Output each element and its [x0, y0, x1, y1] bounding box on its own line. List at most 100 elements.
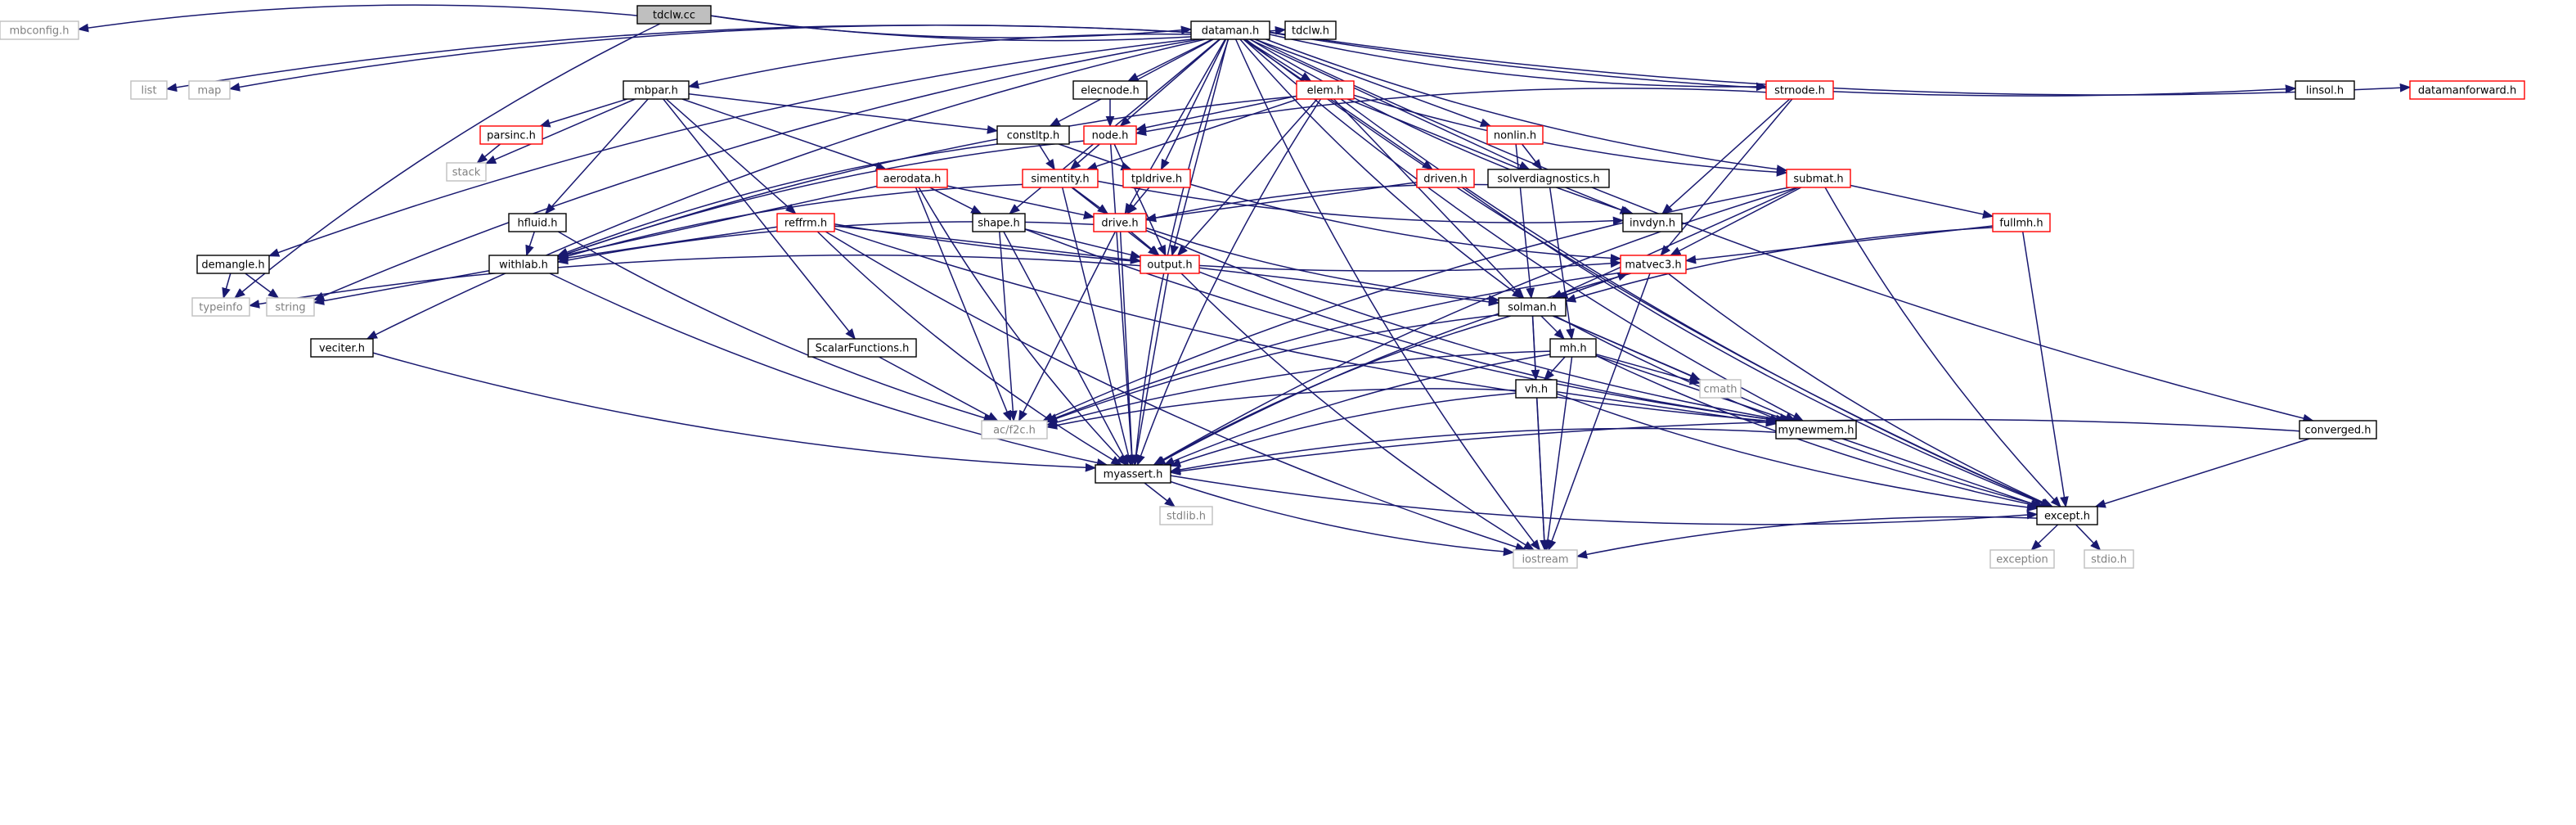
node-myassert_h[interactable]: myassert.h	[1095, 464, 1171, 484]
edge-output_h-to-typeinfo	[248, 255, 1141, 309]
edge-node_h-to-withlab_h	[556, 140, 1085, 258]
edge-dataman_h-to-submat_h	[1266, 38, 1788, 174]
node-solverdiagnostics_h[interactable]: solverdiagnostics.h	[1487, 169, 1610, 188]
node-dataman_h[interactable]: dataman.h	[1190, 20, 1270, 40]
node-box	[2409, 80, 2525, 100]
node-label: list	[141, 85, 156, 97]
node-scalarfunctions_h[interactable]: ScalarFunctions.h	[807, 338, 917, 358]
node-hfluid_h[interactable]: hfluid.h	[508, 213, 567, 232]
node-parsinc_h[interactable]: parsinc.h	[479, 125, 543, 145]
node-datamanforward_h[interactable]: datamanforward.h	[2409, 80, 2525, 100]
edge-converged_h-to-except_h	[2094, 438, 2310, 508]
edge-matvec3_h-to-iostream	[1548, 273, 1651, 552]
edge-myassert_h-to-except_h	[1170, 475, 2039, 525]
node-box	[2295, 80, 2355, 100]
edge-mbpar_h-to-scalarfunctions_h	[663, 98, 856, 340]
node-driven_h[interactable]: driven.h	[1416, 169, 1475, 188]
edge-mbpar_h-to-hfluid_h	[544, 98, 649, 215]
node-box	[1992, 213, 2051, 232]
node-box	[776, 213, 835, 232]
node-label: demangle.h	[201, 259, 264, 272]
node-converged_h[interactable]: converged.h	[2299, 420, 2377, 440]
edge-dataman_h-to-map	[228, 25, 1192, 92]
node-veciter_h[interactable]: veciter.h	[310, 338, 374, 358]
edge-drive_h-to-myassert_h	[1119, 231, 1137, 467]
edge-dataman_h-to-mbpar_h	[687, 33, 1192, 89]
node-linsol_h[interactable]: linsol.h	[2295, 80, 2355, 100]
edge-constltp_h-to-tpldrive_h	[1059, 143, 1132, 171]
node-box	[981, 420, 1048, 440]
node-box	[1775, 420, 1857, 440]
edge-shape_h-to-mynewmem_h	[1024, 228, 1782, 424]
node-mh_h[interactable]: mh.h	[1549, 338, 1597, 358]
node-label: elecnode.h	[1081, 85, 1140, 97]
node-tdclw_cc[interactable]: tdclw.cc	[636, 5, 712, 25]
node-elecnode_h[interactable]: elecnode.h	[1072, 80, 1148, 100]
node-box	[1786, 169, 1851, 188]
node-invdyn_h[interactable]: invdyn.h	[1622, 213, 1683, 232]
node-constltp_h[interactable]: constltp.h	[996, 125, 1070, 145]
node-strnode_h[interactable]: strnode.h	[1765, 80, 1834, 100]
node-fullmh_h[interactable]: fullmh.h	[1992, 213, 2051, 232]
edge-hfluid_h-to-ac_f2c_h	[557, 231, 995, 422]
node-label: driven.h	[1423, 174, 1468, 186]
node-tdclw_h[interactable]: tdclw.h	[1284, 20, 1337, 40]
edge-reffrm_h-to-iostream	[825, 231, 1527, 552]
node-mynewmem_h[interactable]: mynewmem.h	[1775, 420, 1857, 440]
edge-elem_h-to-invdyn_h	[1346, 98, 1632, 214]
node-label: node.h	[1092, 130, 1129, 142]
node-label: shape.h	[978, 218, 1020, 230]
edge-withlab_h-to-string	[312, 269, 490, 305]
node-box	[1498, 297, 1567, 317]
edge-vh_h-to-ac_f2c_h	[1045, 388, 1517, 430]
node-box	[196, 255, 270, 274]
node-label: typeinfo	[199, 302, 242, 314]
node-label: exception	[1996, 554, 2048, 566]
node-label: myassert.h	[1104, 469, 1163, 481]
node-nonlin_h[interactable]: nonlin.h	[1486, 125, 1544, 145]
node-box	[876, 169, 948, 188]
node-mbpar_h[interactable]: mbpar.h	[623, 80, 690, 100]
node-label: reffrm.h	[784, 218, 827, 230]
node-submat_h[interactable]: submat.h	[1786, 169, 1851, 188]
edge-elem_h-to-node_h	[1135, 95, 1297, 133]
edge-solverdiagnostics_h-to-mh_h	[1549, 187, 1576, 340]
node-box	[1159, 506, 1213, 525]
node-matvec3_h[interactable]: matvec3.h	[1620, 255, 1687, 274]
node-node_h[interactable]: node.h	[1083, 125, 1137, 145]
edge-solman_h-to-matvec3_h	[1558, 272, 1629, 299]
node-solman_h[interactable]: solman.h	[1498, 297, 1567, 317]
node-aerodata_h[interactable]: aerodata.h	[876, 169, 948, 188]
node-withlab_h[interactable]: withlab.h	[488, 255, 559, 274]
node-reffrm_h[interactable]: reffrm.h	[776, 213, 835, 232]
edge-veciter_h-to-myassert_h	[372, 352, 1097, 472]
edge-except_h-to-stdio_h	[2075, 524, 2102, 551]
node-box	[266, 297, 315, 317]
node-except_h[interactable]: except.h	[2036, 506, 2098, 525]
edge-submat_h-to-matvec3_h	[1670, 187, 1802, 256]
edge-vh_h-to-iostream	[1535, 397, 1549, 552]
node-box	[2084, 549, 2134, 569]
edge-vh_h-to-mynewmem_h	[1556, 390, 1778, 427]
node-shape_h[interactable]: shape.h	[972, 213, 1026, 232]
node-box	[1486, 125, 1544, 145]
node-box	[636, 5, 712, 25]
node-label: strnode.h	[1774, 85, 1825, 97]
edge-drive_h-to-solman_h	[1145, 227, 1500, 304]
node-elem_h[interactable]: elem.h	[1296, 80, 1355, 100]
node-tpldrive_h[interactable]: tpldrive.h	[1122, 169, 1191, 188]
node-label: dataman.h	[1202, 25, 1260, 38]
node-box	[1095, 464, 1171, 484]
node-iostream: iostream	[1513, 549, 1578, 569]
node-vh_h[interactable]: vh.h	[1515, 379, 1558, 399]
node-demangle_h[interactable]: demangle.h	[196, 255, 270, 274]
edge-converged_h-to-myassert_h	[1169, 418, 2300, 476]
node-output_h[interactable]: output.h	[1140, 255, 1200, 274]
node-label: elem.h	[1307, 85, 1344, 97]
edge-mbpar_h-to-aerodata_h	[681, 98, 888, 171]
node-box	[1620, 255, 1687, 274]
node-box	[1072, 80, 1148, 100]
node-simentity_h[interactable]: simentity.h	[1022, 169, 1099, 188]
node-drive_h[interactable]: drive.h	[1093, 213, 1147, 232]
